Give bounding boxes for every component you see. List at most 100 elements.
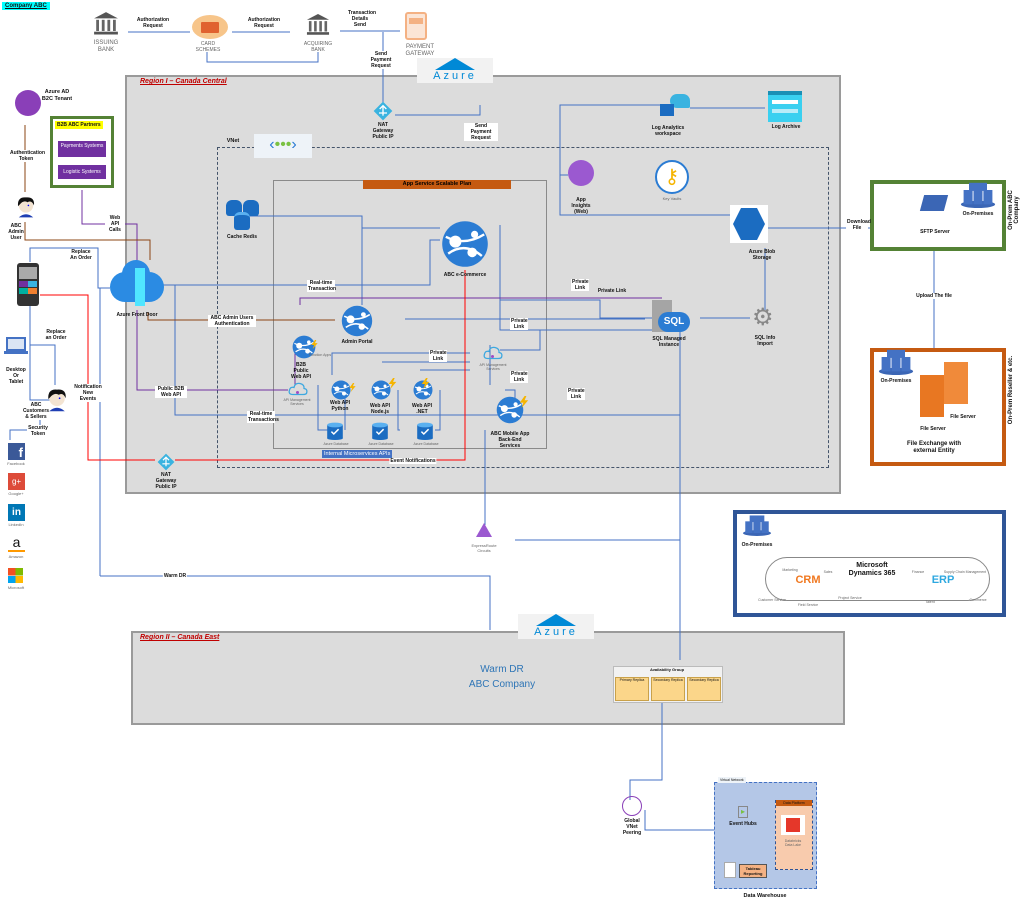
acquiring-bank-icon xyxy=(305,12,331,38)
azure-ad-b2c-label: Azure AD B2C Tenant xyxy=(41,89,73,102)
file-exchange-caption: File Exchange with external Entity xyxy=(906,441,961,455)
private-link-label-4: Private Link xyxy=(429,350,447,362)
amazon-icon[interactable]: a xyxy=(8,535,25,552)
azure-database-label-3: Azure Database xyxy=(413,442,439,446)
web-api-node-label: Web API Node.js xyxy=(369,403,390,415)
python-bolt-icon xyxy=(348,383,357,392)
global-vnet-peering-icon[interactable] xyxy=(622,796,642,816)
vnet-boundary xyxy=(217,147,829,468)
log-analytics-label: Log Analytics workspace xyxy=(651,125,685,137)
admin-portal-label: Admin Portal xyxy=(341,339,373,345)
secondary-replica-1[interactable]: Secondary Replica xyxy=(651,677,685,701)
cache-redis-icon[interactable] xyxy=(226,200,260,230)
dynamics-onprem-icon xyxy=(742,514,772,536)
notification-label: Notification New Events xyxy=(73,384,103,402)
download-file-label: Download File xyxy=(846,219,871,231)
sftp-server-label: SFTP Server xyxy=(920,229,950,235)
region1-title: Region I – Canada Central xyxy=(140,78,227,85)
file-server-icon-1[interactable] xyxy=(920,375,944,417)
data-platform-box xyxy=(775,800,813,870)
app-insights-label: App Insights (Web) xyxy=(571,197,591,215)
log-archive-icon[interactable] xyxy=(768,91,802,122)
azure-database-icon-3[interactable] xyxy=(416,422,434,440)
apim-left-icon[interactable] xyxy=(288,381,308,397)
nat-gateway-top-label: NAT Gateway Public IP xyxy=(372,122,394,140)
google-plus-icon[interactable]: g+ xyxy=(8,473,25,490)
desktop-icon[interactable] xyxy=(4,337,28,357)
ecommerce-webapp-icon[interactable] xyxy=(440,220,490,268)
azure-database-icon-1[interactable] xyxy=(326,422,344,440)
secondary-replica-2[interactable]: Secondary Replica xyxy=(687,677,721,701)
card-schemes-label: CARD SCHEMES xyxy=(195,41,221,53)
databricks-icon[interactable] xyxy=(781,815,805,835)
b2b-partners-title: B2B ABC Partners xyxy=(55,121,103,129)
app-service-plan-header: App Service Scalable Plan xyxy=(363,180,511,189)
linkedin-icon[interactable]: in xyxy=(8,504,25,521)
apim-left-label: API Management Services xyxy=(283,398,311,407)
apim-right-label: API Management Services xyxy=(479,363,507,372)
nat-gateway-bottom-icon[interactable] xyxy=(157,453,175,471)
sql-managed-instance-icon[interactable]: SQL xyxy=(652,300,690,334)
data-platform-header: Data Platform xyxy=(776,800,812,806)
tableau-reporting-button[interactable]: Tableau Reporting xyxy=(739,864,767,878)
payment-gateway-label: PAYMENT GATEWAY xyxy=(405,44,435,58)
public-b2b-label: Public B2B Web API xyxy=(155,386,187,398)
log-analytics-icon[interactable] xyxy=(660,94,690,116)
dynamics-title: Microsoft Dynamics 365 xyxy=(842,562,902,579)
expressroute-label: ExpressRoute Circuits xyxy=(471,543,497,553)
company-label: Company ABC xyxy=(2,2,50,10)
nat-gateway-top-icon[interactable] xyxy=(373,101,393,121)
file-server-icon-2[interactable] xyxy=(944,362,968,404)
cache-redis-label: Cache Redis xyxy=(226,234,258,240)
replace-order-label-1: Replace An Order xyxy=(67,249,95,261)
payments-systems-button[interactable]: Payments Systems xyxy=(58,141,106,157)
internal-apis-label: Internal Microservices APIs xyxy=(322,450,393,458)
onprem-reseller-label: On-Premises xyxy=(880,378,912,384)
issuing-bank-label: ISSUING BANK xyxy=(93,40,119,54)
report-document-icon xyxy=(724,862,736,878)
nat-gateway-bottom-label: NAT Gateway Public IP xyxy=(155,472,177,490)
key-vault-icon[interactable]: ⚷ xyxy=(655,160,689,194)
auth-token-label: Authentication Token xyxy=(9,150,45,162)
customers-label: ABC Customers & Sellers xyxy=(22,402,50,420)
vnet-label: VNet xyxy=(226,138,240,144)
onprem-company-label: On-Premises xyxy=(962,211,994,217)
apim-right-icon[interactable] xyxy=(483,345,503,361)
primary-replica[interactable]: Primary Replica xyxy=(615,677,649,701)
send-payment-request-label-2: Send Payment Request xyxy=(464,123,498,141)
event-hubs-icon[interactable]: ▸ xyxy=(738,806,748,818)
google-plus-label: Google+ xyxy=(8,491,24,496)
web-api-python-label: Web API Python xyxy=(329,400,350,412)
expressroute-icon[interactable] xyxy=(476,523,492,537)
logistic-systems-button[interactable]: Logistic Systems xyxy=(58,165,106,179)
sftp-server-icon[interactable] xyxy=(919,195,949,211)
net-bolt-icon xyxy=(420,378,431,389)
region-canada-east xyxy=(131,631,845,725)
microsoft-icon[interactable] xyxy=(8,568,23,583)
send-payment-request-label: Send Payment Request xyxy=(363,51,399,69)
azure-database-icon-2[interactable] xyxy=(371,422,389,440)
private-link-label-1: Private Link xyxy=(571,279,589,291)
azure-logo-region1: Azure xyxy=(417,58,493,83)
front-door-icon[interactable] xyxy=(110,258,164,308)
app-insights-icon[interactable] xyxy=(568,160,594,186)
sql-info-import-icon[interactable]: ⚙ xyxy=(752,304,774,331)
azure-ad-b2c-icon[interactable] xyxy=(15,90,41,116)
blob-storage-icon[interactable] xyxy=(730,205,768,243)
crm-item-sales: Sales xyxy=(823,570,833,574)
azure-database-label-1: Azure Database xyxy=(323,442,349,446)
admin-user-avatar xyxy=(14,195,38,219)
security-token-label: Security Token xyxy=(27,425,49,437)
front-door-label: Azure Front Door xyxy=(116,312,158,318)
admin-portal-icon[interactable] xyxy=(336,305,378,337)
data-warehouse-title: Data Warehouse xyxy=(743,893,787,899)
mobile-phone-icon[interactable] xyxy=(17,263,39,306)
transaction-details-label: Transaction Details Send xyxy=(348,10,377,28)
erp-item-supply-chain: Supply Chain Management xyxy=(943,570,987,574)
payment-gateway-icon xyxy=(405,12,427,40)
web-api-calls-label: Web API Calls xyxy=(105,215,125,233)
linkedin-label: LinkedIn xyxy=(8,522,24,527)
facebook-icon[interactable]: f xyxy=(8,443,25,460)
issuing-bank-icon xyxy=(92,10,120,38)
onprem-company-title: On-Prem ABC Company xyxy=(1008,190,1020,230)
